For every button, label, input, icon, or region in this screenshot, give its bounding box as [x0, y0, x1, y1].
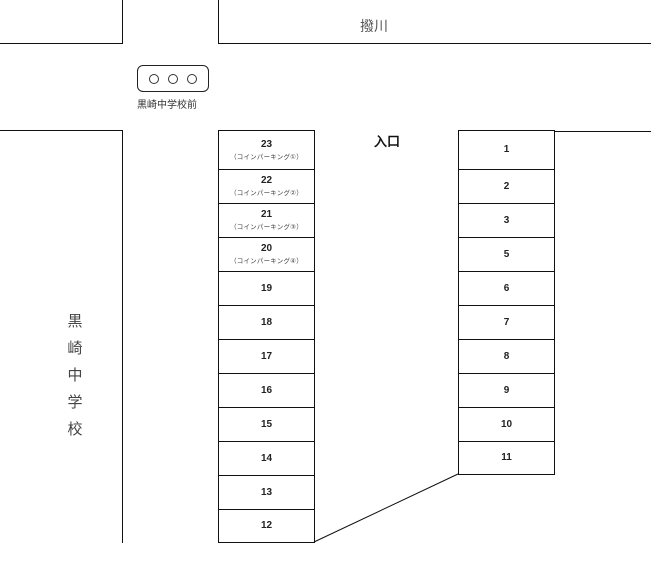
school-label-char: 黒 — [67, 312, 83, 330]
parking-space-1[interactable]: 1 — [459, 131, 554, 169]
space-number: 8 — [503, 350, 510, 362]
road-line-upper-right-horizontal — [218, 43, 651, 44]
parking-space-19[interactable]: 19 — [219, 271, 314, 305]
space-note: （コインパーキング④） — [230, 257, 303, 265]
parking-space-13[interactable]: 13 — [219, 475, 314, 509]
space-note: （コインパーキング①） — [230, 152, 303, 161]
space-number: 15 — [260, 418, 273, 430]
space-number: 10 — [500, 418, 513, 430]
parking-column-right: 1 2 3 5 6 7 8 9 10 11 — [458, 130, 555, 475]
school-label-char: 学 — [67, 393, 83, 411]
parking-space-12[interactable]: 12 — [219, 509, 314, 542]
school-label-char: 校 — [67, 420, 83, 438]
bus-stop-icon — [137, 65, 209, 92]
space-number: 6 — [503, 282, 510, 294]
space-number: 16 — [260, 384, 273, 396]
parking-space-21[interactable]: 21 （コインパーキング③） — [219, 203, 314, 237]
space-number: 7 — [503, 316, 510, 328]
space-note: （コインパーキング③） — [230, 223, 303, 231]
road-line-upper-left-vertical — [122, 0, 123, 44]
space-note: （コインパーキング②） — [230, 189, 303, 197]
parking-space-16[interactable]: 16 — [219, 373, 314, 407]
school-label-char: 中 — [67, 366, 83, 384]
river-label: 撥川 — [360, 19, 388, 35]
parking-space-22[interactable]: 22 （コインパーキング②） — [219, 169, 314, 203]
parking-space-8[interactable]: 8 — [459, 339, 554, 373]
space-number: 1 — [503, 144, 510, 155]
school-label-char: 崎 — [67, 339, 83, 357]
parking-space-11[interactable]: 11 — [459, 441, 554, 474]
entrance-label: 入口 — [374, 135, 401, 150]
bus-stop-name: 黒崎中学校前 — [137, 100, 197, 111]
parking-space-15[interactable]: 15 — [219, 407, 314, 441]
parking-space-9[interactable]: 9 — [459, 373, 554, 407]
road-line-lower-left-vertical — [122, 130, 123, 543]
space-number: 21 — [260, 209, 273, 220]
parking-space-20[interactable]: 20 （コインパーキング④） — [219, 237, 314, 271]
space-number: 22 — [260, 175, 273, 186]
road-line-upper-right-vertical — [218, 0, 219, 44]
parking-space-14[interactable]: 14 — [219, 441, 314, 475]
space-number: 5 — [503, 248, 510, 260]
parking-column-left: 23 （コインパーキング①） 22 （コインパーキング②） 21 （コインパーキ… — [218, 130, 315, 543]
space-number: 19 — [260, 282, 273, 294]
parking-space-23[interactable]: 23 （コインパーキング①） — [219, 131, 314, 169]
bus-stop-circle-icon — [167, 73, 178, 84]
parking-space-10[interactable]: 10 — [459, 407, 554, 441]
road-line-upper-left-horizontal — [0, 43, 123, 44]
space-number: 23 — [260, 138, 273, 150]
space-number: 2 — [503, 180, 510, 192]
bus-stop-circle-icon — [148, 73, 159, 84]
road-line-lower-left-horizontal — [0, 130, 123, 131]
space-number: 9 — [503, 384, 510, 396]
road-line-lower-right-horizontal — [554, 131, 651, 132]
space-number: 20 — [260, 243, 273, 254]
parking-space-17[interactable]: 17 — [219, 339, 314, 373]
parking-space-2[interactable]: 2 — [459, 169, 554, 203]
school-label: 黒 崎 中 学 校 — [60, 308, 90, 443]
parking-space-3[interactable]: 3 — [459, 203, 554, 237]
parking-space-6[interactable]: 6 — [459, 271, 554, 305]
space-number: 11 — [501, 452, 512, 463]
space-number: 12 — [260, 520, 273, 531]
space-number: 17 — [260, 350, 273, 362]
bus-stop-circle-icon — [187, 73, 198, 84]
space-number: 3 — [503, 214, 510, 226]
parking-space-18[interactable]: 18 — [219, 305, 314, 339]
space-number: 13 — [260, 486, 273, 498]
space-number: 14 — [260, 452, 273, 464]
space-number: 18 — [260, 316, 273, 328]
parking-space-5[interactable]: 5 — [459, 237, 554, 271]
parking-space-7[interactable]: 7 — [459, 305, 554, 339]
